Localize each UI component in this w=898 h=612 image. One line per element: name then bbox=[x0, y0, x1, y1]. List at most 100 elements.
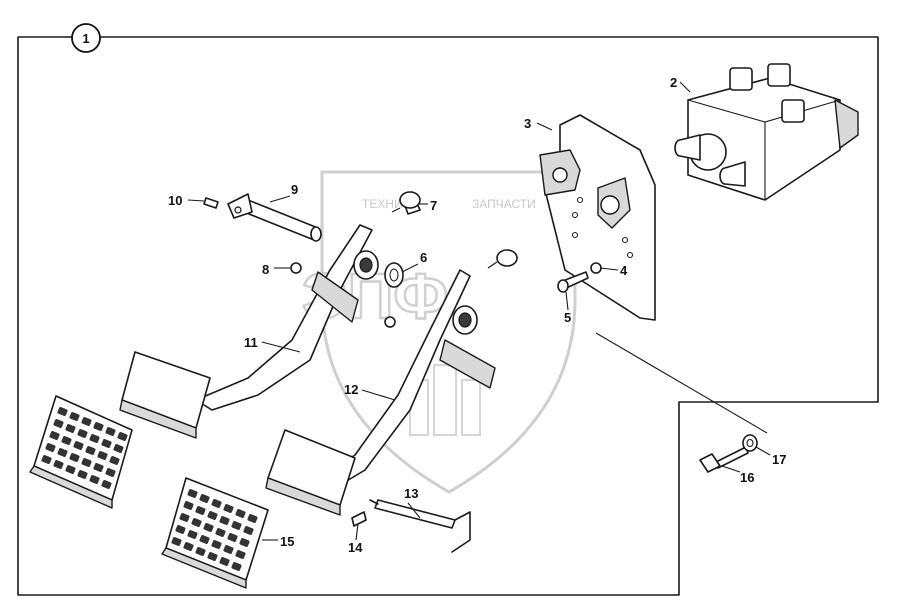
pad-grid-cell bbox=[183, 542, 194, 551]
pad-grid-cell bbox=[243, 526, 254, 535]
pad-grid-cell bbox=[77, 429, 88, 438]
pad-grid-cell bbox=[195, 506, 206, 515]
pad-grid-cell bbox=[223, 545, 234, 554]
pad-grid-cell bbox=[235, 550, 246, 559]
pad-grid-cell bbox=[57, 448, 68, 457]
part-14-pin bbox=[351, 511, 367, 527]
callout-4: 4 bbox=[620, 263, 628, 278]
callout-2: 2 bbox=[670, 75, 677, 90]
pad-grid-cell bbox=[61, 436, 72, 445]
pad-grid-cell bbox=[183, 501, 194, 510]
pad-grid-cell bbox=[101, 480, 112, 489]
pad-grid-cell bbox=[219, 516, 230, 525]
callout-11: 11 bbox=[244, 335, 258, 350]
callout-8: 8 bbox=[262, 262, 269, 277]
pad-grid-right bbox=[171, 489, 258, 571]
pad-grid-cell bbox=[93, 422, 104, 431]
callout-9: 9 bbox=[291, 182, 298, 197]
part-10-bolt bbox=[203, 197, 219, 209]
callout-6: 6 bbox=[420, 250, 427, 265]
pad-grid-cell bbox=[235, 509, 246, 518]
pad-grid-cell bbox=[101, 439, 112, 448]
pad-grid-cell bbox=[179, 513, 190, 522]
callout-17: 17 bbox=[772, 452, 786, 467]
callout-15: 15 bbox=[280, 534, 294, 549]
pad-grid-cell bbox=[207, 552, 218, 561]
pad-grid-cell bbox=[45, 443, 56, 452]
callout-12: 12 bbox=[344, 382, 358, 397]
pad-grid-cell bbox=[219, 557, 230, 566]
pad-grid-cell bbox=[41, 455, 52, 464]
callout-5: 5 bbox=[564, 310, 571, 325]
pad-grid-cell bbox=[211, 499, 222, 508]
callout-14: 14 bbox=[348, 540, 363, 555]
pad-grid-cell bbox=[109, 456, 120, 465]
part-8-nut bbox=[290, 262, 396, 328]
pad-grid-cell bbox=[199, 494, 210, 503]
pad-grid-cell bbox=[199, 535, 210, 544]
part-5-bolt bbox=[557, 271, 589, 293]
pad-grid-cell bbox=[49, 431, 60, 440]
pad-grid-left bbox=[41, 407, 128, 489]
pad-grid-cell bbox=[211, 540, 222, 549]
pad-grid-cell bbox=[113, 444, 124, 453]
part-16-bolt bbox=[699, 446, 749, 473]
part-11-pedal-lever bbox=[119, 224, 379, 439]
part-7-bushing bbox=[391, 191, 518, 269]
pad-grid-cell bbox=[187, 489, 198, 498]
pad-grid-cell bbox=[65, 424, 76, 433]
pad-grid-cell bbox=[105, 427, 116, 436]
pad-grid-cell bbox=[175, 525, 186, 534]
assembly-number-badge: 1 bbox=[71, 23, 101, 53]
callout-16: 16 bbox=[740, 470, 754, 485]
pad-grid-cell bbox=[203, 523, 214, 532]
pad-grid-cell bbox=[195, 547, 206, 556]
part-13-rod bbox=[369, 499, 471, 553]
watermark-text-right: ЗАПЧАСТИ bbox=[472, 197, 536, 211]
pad-grid-cell bbox=[53, 419, 64, 428]
pad-grid-cell bbox=[191, 518, 202, 527]
assembly-number: 1 bbox=[82, 31, 89, 46]
pad-grid-cell bbox=[227, 533, 238, 542]
pad-grid-cell bbox=[97, 451, 108, 460]
part-15-pedal-pads bbox=[29, 395, 269, 589]
part-12-pedal-lever bbox=[265, 269, 496, 516]
part-4-nut bbox=[590, 262, 602, 274]
pad-grid-cell bbox=[231, 562, 242, 571]
pad-grid-cell bbox=[93, 463, 104, 472]
pad-grid-cell bbox=[85, 446, 96, 455]
callout-13: 13 bbox=[404, 486, 418, 501]
part-9-pin bbox=[227, 193, 322, 242]
pad-grid-cell bbox=[105, 468, 116, 477]
pad-grid-cell bbox=[81, 458, 92, 467]
callout-3: 3 bbox=[524, 116, 531, 131]
pad-grid-cell bbox=[187, 530, 198, 539]
pad-grid-cell bbox=[81, 417, 92, 426]
pad-grid-cell bbox=[117, 432, 128, 441]
assembly-frame bbox=[17, 36, 879, 596]
pad-grid-cell bbox=[247, 514, 258, 523]
callout-labels: 2 3 4 5 6 7 8 9 10 11 12 13 14 15 16 17 bbox=[168, 75, 786, 555]
part-6-washer bbox=[384, 262, 404, 288]
pad-grid-cell bbox=[231, 521, 242, 530]
pad-grid-cell bbox=[57, 407, 68, 416]
callout-10: 10 bbox=[168, 193, 182, 208]
callout-7: 7 bbox=[430, 198, 437, 213]
pad-grid-cell bbox=[239, 538, 250, 547]
pad-grid-cell bbox=[69, 453, 80, 462]
pad-grid-cell bbox=[53, 460, 64, 469]
pad-grid-cell bbox=[69, 412, 80, 421]
pad-grid-cell bbox=[171, 537, 182, 546]
pad-grid-cell bbox=[89, 434, 100, 443]
part-2-valve bbox=[674, 63, 859, 201]
pad-grid-cell bbox=[77, 470, 88, 479]
pad-grid-cell bbox=[89, 475, 100, 484]
pad-grid-cell bbox=[65, 465, 76, 474]
pad-grid-cell bbox=[223, 504, 234, 513]
leader-lines bbox=[187, 81, 771, 541]
pad-grid-cell bbox=[73, 441, 84, 450]
part-17-washer bbox=[742, 434, 758, 452]
part-3-bracket bbox=[539, 114, 656, 321]
pad-grid-cell bbox=[215, 528, 226, 537]
